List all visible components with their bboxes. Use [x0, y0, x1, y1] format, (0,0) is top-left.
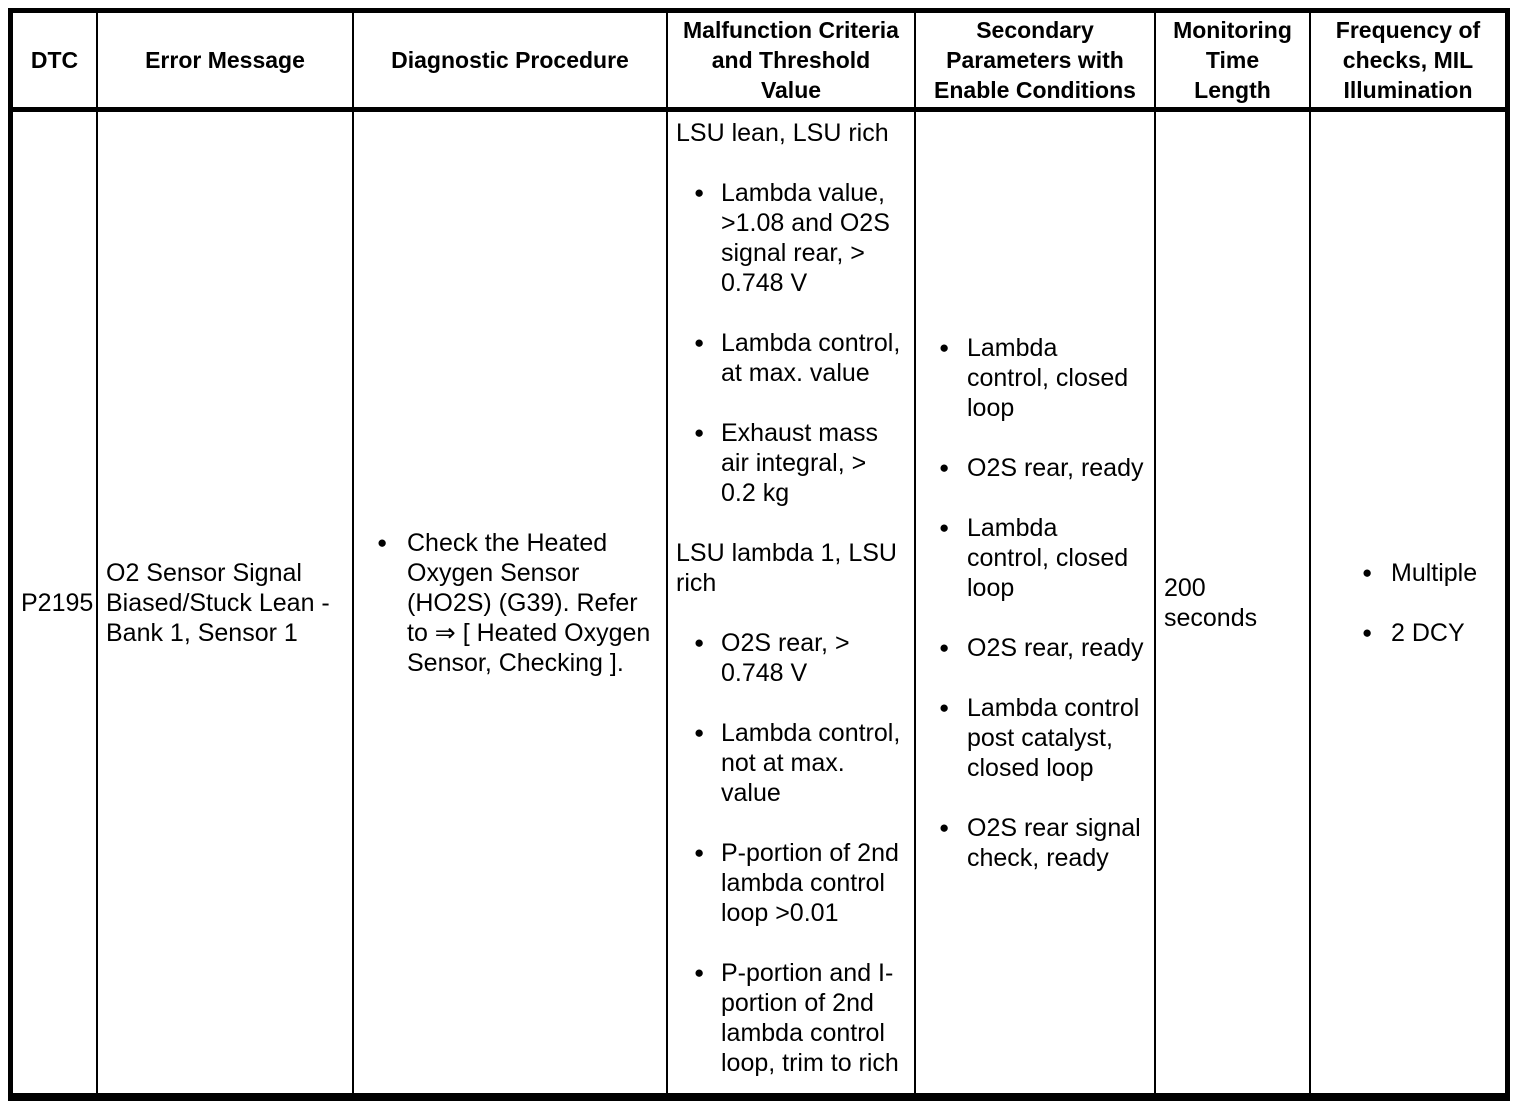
- list-item-text: Multiple: [1391, 558, 1478, 587]
- list-item: ● O2S rear signal check, ready: [924, 813, 1146, 873]
- list-item: ● Multiple: [1319, 558, 1520, 588]
- column-header-error-message: Error Message: [96, 13, 354, 112]
- column-header-frequency: Frequency of checks, MIL Illumination: [1309, 13, 1505, 112]
- column-header-monitoring-time: Monitoring Time Length: [1154, 13, 1311, 112]
- bullet-icon: ●: [939, 517, 950, 537]
- table-row: P2195 O2 Sensor Signal Biased/Stuck Lean…: [13, 108, 1505, 1093]
- list-item-text: O2S rear, ready: [967, 453, 1144, 482]
- list-item: ● Exhaust mass air integral, > 0.2 kg: [676, 418, 903, 508]
- column-header-malfunction-criteria: Malfunction Criteria and Threshold Value: [666, 13, 916, 112]
- bullet-icon: ●: [694, 183, 705, 202]
- list-item: ● Lambda value, >1.08 and O2S signal rear…: [676, 178, 903, 298]
- list-item: ● Lambda control, closed loop: [924, 333, 1146, 423]
- cell-diagnostic-procedure: ● Check the Heated Oxygen Sensor (HO2S) (…: [352, 108, 668, 1093]
- cell-malfunction-criteria: LSU lean, LSU rich ● Lambda value, >1.08 a…: [666, 108, 916, 1093]
- list-item: ● O2S rear, > 0.748 V: [676, 628, 903, 688]
- list-item-text: P-portion of 2nd lambda control loop >0.…: [721, 839, 899, 927]
- dtc-code: P2195: [21, 588, 94, 617]
- list-item: ● Lambda control, not at max. value: [676, 718, 903, 808]
- list-item: ● P-portion and I-portion of 2nd lambda c…: [676, 958, 903, 1078]
- list-item-text: Exhaust mass air integral, > 0.2 kg: [721, 419, 879, 507]
- bullet-icon: ●: [694, 423, 705, 442]
- cell-secondary-parameters: ● Lambda control, closed loop ● O2S rear, r…: [914, 108, 1156, 1093]
- bullet-icon: ●: [377, 532, 388, 552]
- list-item-text: Lambda control, closed loop: [967, 513, 1129, 602]
- criteria-group-label: LSU lambda 1, LSU rich: [676, 539, 897, 597]
- list-item-text: O2S rear signal check, ready: [967, 813, 1141, 872]
- secondary-parameters-list: ● Lambda control, closed loop ● O2S rear, r…: [924, 333, 1146, 873]
- column-header-dtc: DTC: [13, 13, 98, 112]
- bullet-icon: ●: [694, 723, 705, 742]
- list-item: ● Lambda control, at max. value: [676, 328, 903, 388]
- bullet-icon: ●: [1362, 562, 1373, 582]
- list-item: ● Check the Heated Oxygen Sensor (HO2S) (…: [362, 528, 659, 678]
- list-item: ● O2S rear, ready: [924, 453, 1146, 483]
- list-item-text: Lambda control, at max. value: [721, 329, 901, 387]
- bullet-icon: ●: [939, 697, 950, 717]
- bullet-icon: ●: [939, 637, 950, 657]
- bullet-icon: ●: [694, 333, 705, 352]
- cell-error-message: O2 Sensor Signal Biased/Stuck Lean - Ban…: [96, 108, 354, 1093]
- error-message-text: O2 Sensor Signal Biased/Stuck Lean - Ban…: [106, 558, 330, 647]
- malfunction-criteria-list: LSU lean, LSU rich ● Lambda value, >1.08 a…: [676, 118, 906, 1078]
- list-item: ● 2 DCY: [1319, 618, 1520, 648]
- frequency-list: ● Multiple ● 2 DCY: [1319, 558, 1497, 648]
- bullet-icon: ●: [694, 963, 705, 982]
- list-item-text: 2 DCY: [1391, 618, 1465, 647]
- cell-monitoring-time: 200 seconds: [1154, 108, 1311, 1093]
- bullet-icon: ●: [1362, 622, 1373, 642]
- list-item: ● Lambda control, closed loop: [924, 513, 1146, 603]
- list-item: ● P-portion of 2nd lambda control loop >0…: [676, 838, 903, 928]
- bullet-icon: ●: [694, 843, 705, 862]
- bullet-icon: ●: [939, 337, 950, 357]
- bullet-icon: ●: [939, 817, 950, 837]
- list-item-text: Lambda control post catalyst, closed loo…: [967, 693, 1140, 782]
- dtc-table-grid: DTC Error Message Diagnostic Procedure M…: [13, 13, 1505, 1093]
- list-item: ● O2S rear, ready: [924, 633, 1146, 663]
- bullet-icon: ●: [939, 457, 950, 477]
- bullet-icon: ●: [694, 633, 705, 652]
- list-item-text: Check the Heated Oxygen Sensor (HO2S) (G…: [407, 528, 651, 677]
- monitoring-time-text: 200 seconds: [1164, 573, 1258, 632]
- cell-frequency: ● Multiple ● 2 DCY: [1309, 108, 1505, 1093]
- header-row: DTC Error Message Diagnostic Procedure M…: [13, 13, 1505, 112]
- dtc-table: DTC Error Message Diagnostic Procedure M…: [8, 8, 1510, 1101]
- list-item: ● Lambda control post catalyst, closed lo…: [924, 693, 1146, 783]
- list-item-text: O2S rear, ready: [967, 633, 1144, 662]
- cell-dtc-code: P2195: [13, 108, 98, 1093]
- column-header-diagnostic-procedure: Diagnostic Procedure: [352, 13, 668, 112]
- criteria-group-label: LSU lean, LSU rich: [676, 119, 889, 147]
- list-item-text: O2S rear, > 0.748 V: [721, 629, 850, 687]
- list-item-text: Lambda control, not at max. value: [721, 719, 901, 807]
- column-header-secondary-parameters: Secondary Parameters with Enable Conditi…: [914, 13, 1156, 112]
- list-item-text: Lambda control, closed loop: [967, 333, 1129, 422]
- list-item-text: P-portion and I-portion of 2nd lambda co…: [721, 959, 899, 1077]
- list-item-text: Lambda value, >1.08 and O2S signal rear,…: [721, 179, 890, 297]
- diagnostic-procedure-list: ● Check the Heated Oxygen Sensor (HO2S) (…: [362, 528, 658, 678]
